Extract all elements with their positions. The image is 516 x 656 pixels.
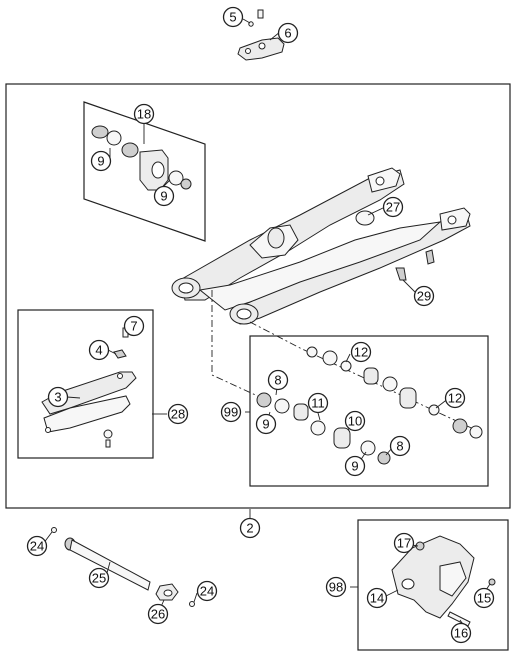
svg-text:14: 14 — [370, 591, 384, 606]
swingarm — [171, 167, 471, 325]
callout-25: 25 — [88, 567, 110, 589]
callout-18: 18 — [133, 103, 155, 125]
callout-15: 15 — [473, 587, 495, 609]
callout-11: 11 — [307, 392, 329, 414]
svg-text:4: 4 — [95, 343, 102, 358]
svg-text:10: 10 — [348, 414, 362, 429]
swingarm-assembly-frame — [5, 83, 511, 509]
callout-16: 16 — [450, 622, 472, 644]
callout-17: 17 — [393, 532, 415, 554]
svg-text:26: 26 — [151, 607, 165, 622]
svg-text:2: 2 — [246, 521, 253, 536]
svg-text:6: 6 — [284, 26, 291, 41]
callout-24: 24 — [196, 580, 218, 602]
callout-98: 98 — [325, 576, 347, 598]
svg-text:8: 8 — [274, 373, 281, 388]
svg-text:28: 28 — [171, 407, 185, 422]
svg-text:9: 9 — [262, 417, 269, 432]
svg-text:99: 99 — [224, 405, 238, 420]
callout-8: 8 — [267, 369, 289, 391]
callout-28: 28 — [167, 403, 189, 425]
chain-guide-box — [357, 519, 509, 651]
callout-99: 99 — [220, 401, 242, 423]
pivot-axis-line — [211, 290, 263, 399]
leader-lines — [42, 18, 491, 624]
svg-text:16: 16 — [454, 626, 468, 641]
svg-text:12: 12 — [354, 345, 368, 360]
svg-text:3: 3 — [54, 390, 61, 405]
svg-text:11: 11 — [311, 396, 325, 411]
callout-12: 12 — [350, 341, 372, 363]
callout-9: 9 — [344, 455, 366, 477]
callout-27: 27 — [382, 196, 404, 218]
svg-text:9: 9 — [160, 189, 167, 204]
callout-24: 24 — [26, 535, 48, 557]
callout-12: 12 — [444, 387, 466, 409]
callout-2: 2 — [239, 517, 261, 539]
part-chain-slider-clamp — [237, 9, 285, 61]
swingarm-axle — [51, 527, 195, 607]
svg-text:17: 17 — [397, 536, 411, 551]
callout-6: 6 — [277, 22, 299, 44]
svg-text:9: 9 — [97, 154, 104, 169]
right-pivot-axis-line — [249, 321, 481, 433]
svg-text:24: 24 — [30, 539, 44, 554]
svg-text:7: 7 — [130, 319, 137, 334]
svg-text:15: 15 — [477, 591, 491, 606]
svg-text:18: 18 — [137, 107, 151, 122]
callout-9: 9 — [90, 150, 112, 172]
callout-3: 3 — [47, 386, 69, 408]
callout-29: 29 — [413, 285, 435, 307]
callout-14: 14 — [366, 587, 388, 609]
svg-text:29: 29 — [417, 289, 431, 304]
svg-text:5: 5 — [229, 10, 236, 25]
callout-10: 10 — [344, 410, 366, 432]
svg-text:12: 12 — [448, 391, 462, 406]
svg-text:98: 98 — [329, 580, 343, 595]
callout-4: 4 — [88, 339, 110, 361]
callout-8: 8 — [389, 435, 411, 457]
svg-text:24: 24 — [200, 584, 214, 599]
callout-9: 9 — [255, 413, 277, 435]
pivot-kit-box — [83, 101, 206, 242]
svg-text:25: 25 — [92, 571, 106, 586]
svg-text:8: 8 — [396, 439, 403, 454]
callout-7: 7 — [123, 315, 145, 337]
callout-26: 26 — [147, 603, 169, 625]
callout-9: 9 — [153, 185, 175, 207]
svg-text:27: 27 — [386, 200, 400, 215]
bearing-kit-box — [249, 335, 489, 487]
callout-5: 5 — [222, 6, 244, 28]
svg-text:9: 9 — [351, 459, 358, 474]
